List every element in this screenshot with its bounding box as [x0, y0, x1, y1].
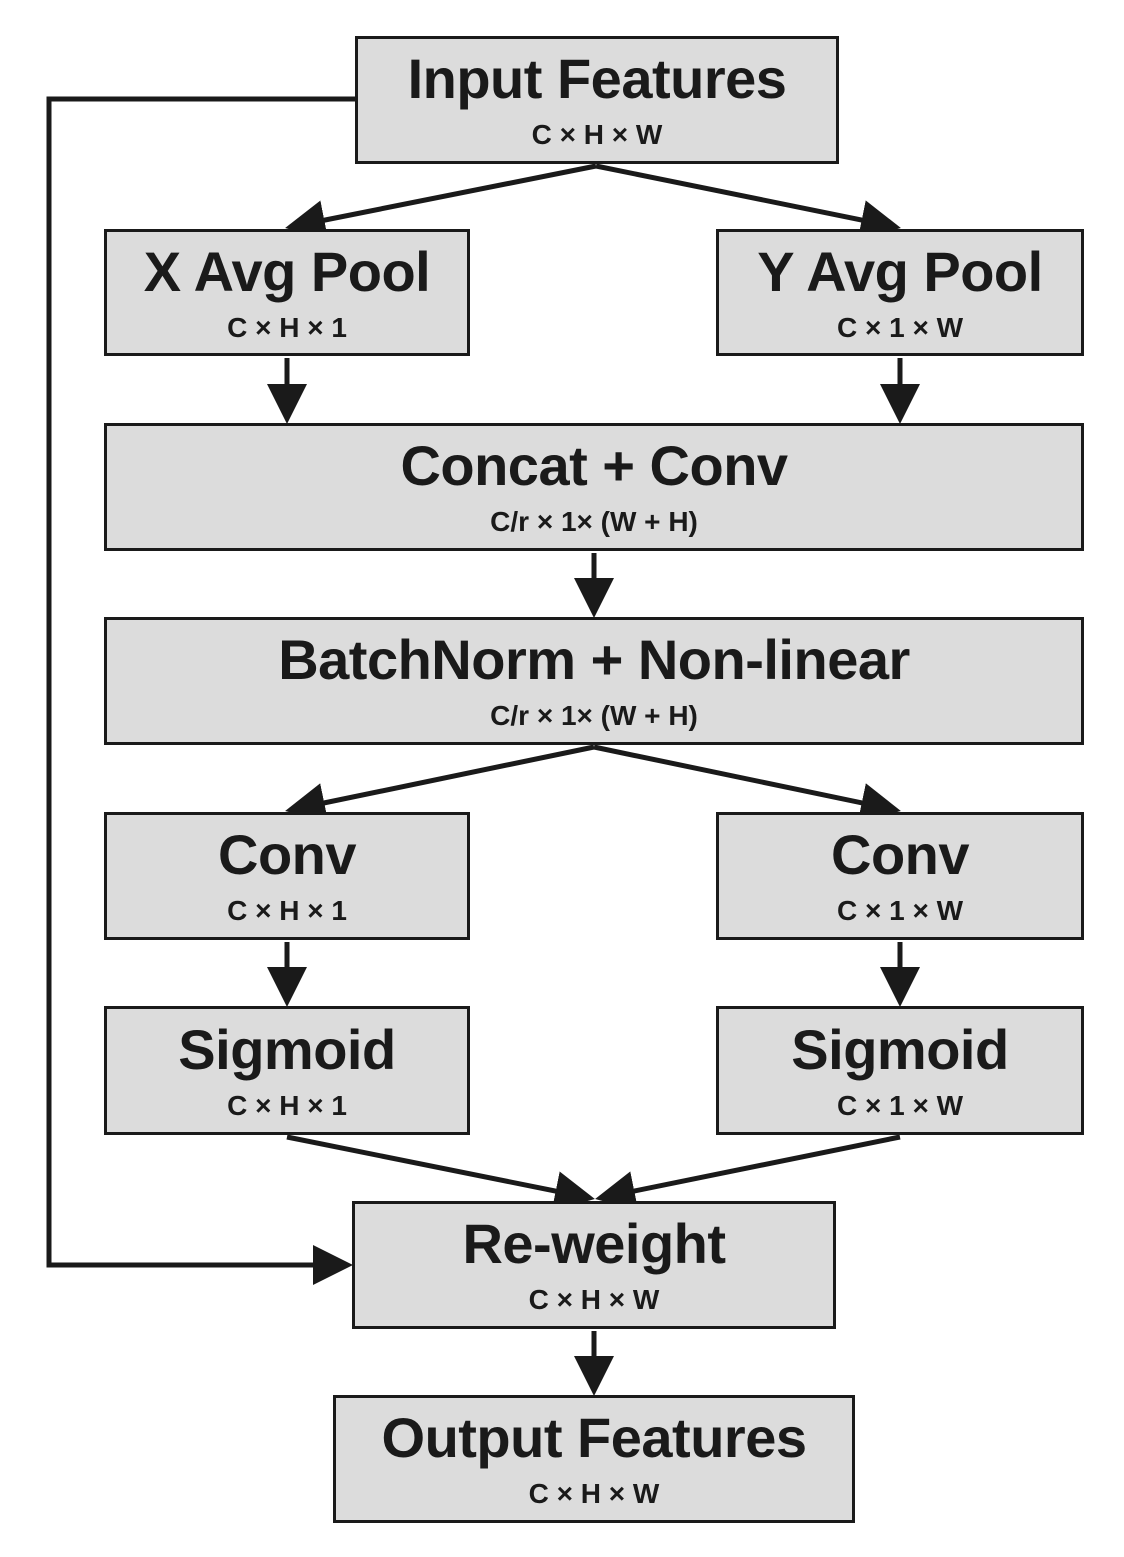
- edge-bn-to-convx: [285, 744, 595, 823]
- re-weight-node: Re-weight C × H × W: [352, 1201, 836, 1329]
- node-dims: C/r × 1× (W + H): [490, 506, 698, 537]
- node-dims: C × H × W: [528, 1284, 660, 1315]
- node-title: Sigmoid: [178, 1017, 396, 1081]
- concat-conv-node: Concat + Conv C/r × 1× (W + H): [104, 423, 1084, 551]
- node-dims: C/r × 1× (W + H): [490, 700, 698, 731]
- y-avg-pool-node: Y Avg Pool C × 1 × W: [716, 229, 1084, 356]
- node-dims: C × H × 1: [227, 895, 347, 926]
- x-avg-pool-node: X Avg Pool C × H × 1: [104, 229, 470, 356]
- edge-bn-to-convy: [593, 744, 901, 823]
- batchnorm-nonlinear-node: BatchNorm + Non-linear C/r × 1× (W + H): [104, 617, 1084, 745]
- edge-input-to-rew-skip: [46, 96, 355, 1285]
- sigmoid-y-node: Sigmoid C × 1 × W: [716, 1006, 1084, 1135]
- node-title: Y Avg Pool: [757, 239, 1043, 303]
- input-features-node: Input Features C × H × W: [355, 36, 839, 164]
- node-dims: C × 1 × W: [836, 1089, 964, 1121]
- node-dims: C × 1 × W: [836, 895, 964, 926]
- node-title: Conv: [831, 823, 970, 886]
- conv-y-node: Conv C × 1 × W: [716, 812, 1084, 940]
- node-title: Input Features: [407, 47, 787, 110]
- edge-input-to-xpool: [285, 163, 597, 240]
- node-title: X Avg Pool: [143, 239, 431, 303]
- node-dims: C × H × 1: [227, 311, 347, 343]
- edge-sigx-to-rew: [286, 1134, 595, 1211]
- node-title: Conv: [218, 823, 357, 886]
- node-title: Concat + Conv: [400, 434, 788, 497]
- conv-x-node: Conv C × H × 1: [104, 812, 470, 940]
- sigmoid-x-node: Sigmoid C × H × 1: [104, 1006, 470, 1135]
- node-title: Sigmoid: [791, 1017, 1009, 1081]
- edge-sigy-to-rew: [595, 1134, 901, 1211]
- node-dims: C × H × W: [531, 119, 663, 150]
- node-title: BatchNorm + Non-linear: [278, 628, 910, 691]
- node-dims: C × 1 × W: [836, 311, 964, 343]
- node-dims: C × H × W: [528, 1478, 660, 1509]
- node-dims: C × H × 1: [227, 1089, 347, 1121]
- output-features-node: Output Features C × H × W: [333, 1395, 855, 1523]
- node-title: Output Features: [381, 1406, 807, 1469]
- node-title: Re-weight: [462, 1212, 726, 1275]
- edge-input-to-ypool: [595, 163, 901, 240]
